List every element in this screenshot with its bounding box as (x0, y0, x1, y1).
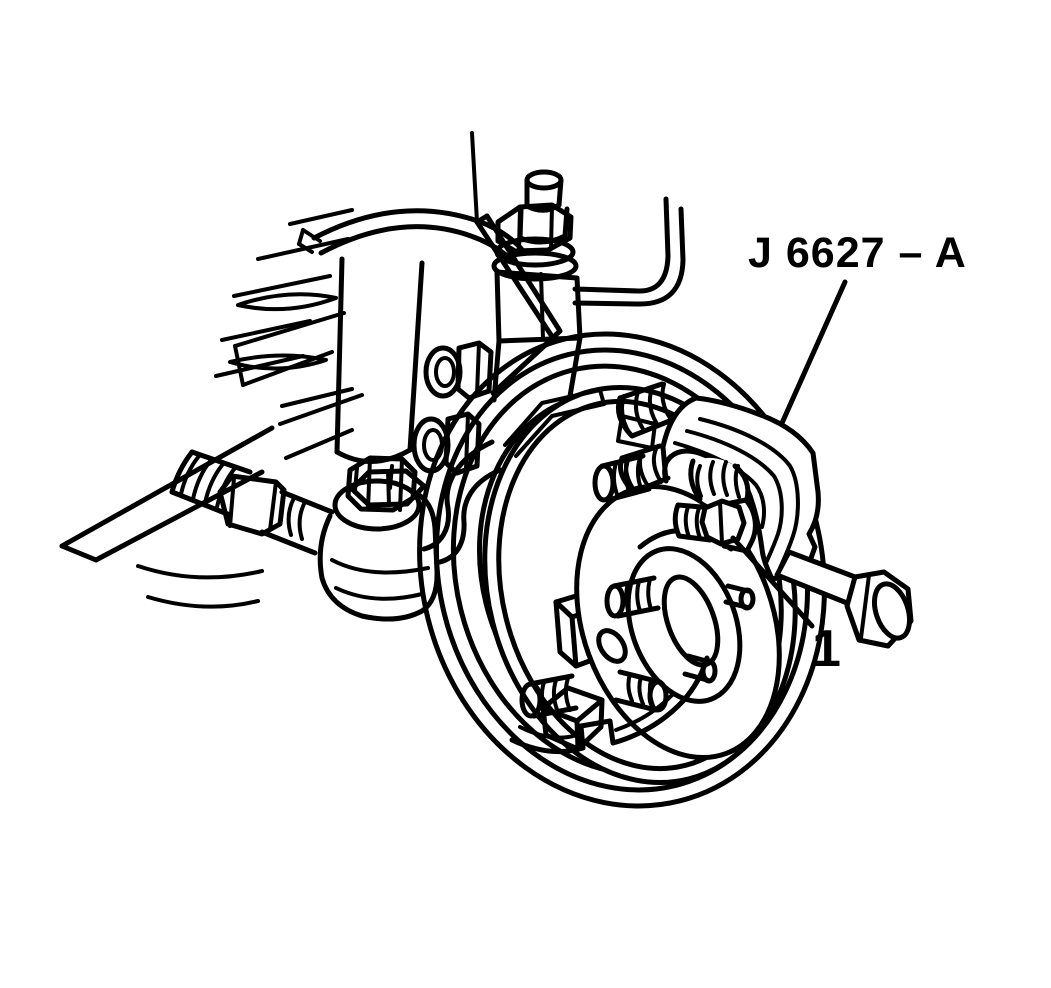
flange-hole (596, 628, 628, 664)
tool-leader-line (775, 279, 848, 435)
forcing-screw (774, 549, 914, 649)
wheel-stud (592, 453, 652, 503)
callout-1-label: 1 (812, 620, 841, 678)
pressed-stud (672, 498, 747, 547)
hub-flange (509, 453, 782, 761)
coil-spring (214, 208, 354, 408)
stud-in-opening (688, 457, 751, 510)
wheel-stud (613, 669, 669, 713)
wheel-stud (723, 583, 756, 611)
hex-adjuster (217, 473, 287, 537)
callout-1-leader-line (730, 535, 815, 629)
wheel-stud (604, 575, 661, 619)
brake-line (572, 196, 686, 307)
mount-stud-assembly (491, 169, 583, 403)
lateral-link (169, 449, 335, 556)
flange-bottom-edge (509, 655, 710, 755)
tool-label: J 6627 – A (748, 229, 967, 277)
puller-tool (660, 395, 914, 649)
knuckle-nuts (411, 340, 494, 476)
control-arm (59, 311, 364, 609)
rotation-arrow (297, 228, 322, 254)
